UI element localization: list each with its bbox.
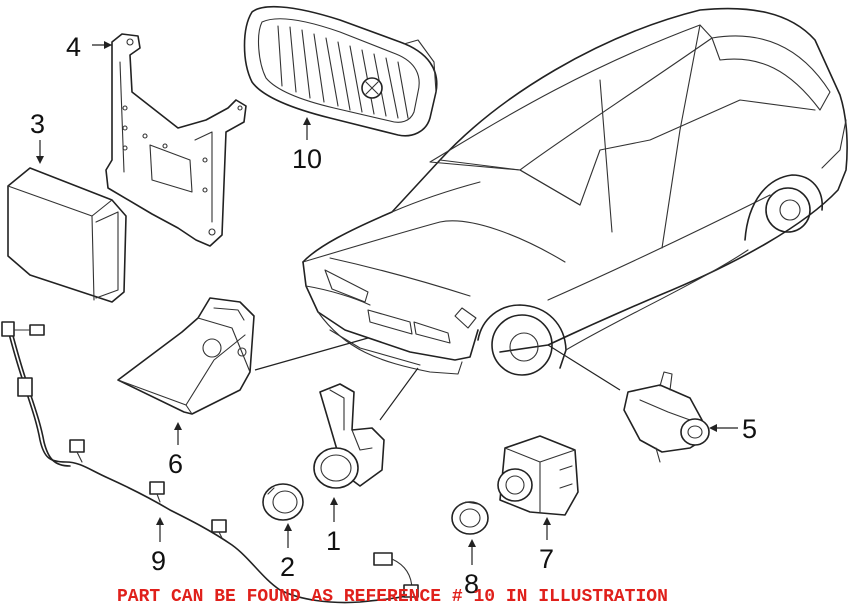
callout-7: 7 <box>539 544 554 574</box>
callout-5: 5 <box>742 414 757 444</box>
callout-numbers: 4 3 10 6 9 2 1 8 7 5 <box>30 32 757 599</box>
part-4-bracket <box>105 33 247 247</box>
callout-9: 9 <box>151 546 166 576</box>
leader-lines <box>36 41 738 565</box>
part-2-ring <box>262 483 304 521</box>
part-3-control-module <box>7 167 127 303</box>
callout-8: 8 <box>464 569 479 599</box>
reference-caption: PART CAN BE FOUND AS REFERENCE # 10 IN I… <box>117 587 668 607</box>
callout-2: 2 <box>280 552 295 582</box>
callout-10: 10 <box>292 144 322 174</box>
callout-1: 1 <box>326 526 341 556</box>
part-9-wiring-harness <box>1 321 419 604</box>
part-10-kidney-grille <box>243 5 438 137</box>
part-8-ring <box>451 501 489 535</box>
car-illustration <box>302 7 848 376</box>
part-1-pdc-sensor <box>313 383 385 489</box>
callout-4: 4 <box>66 32 81 62</box>
part-6-sensor-holder <box>117 297 255 415</box>
callout-6: 6 <box>168 449 183 479</box>
part-7-camera <box>497 435 579 516</box>
part-5-side-camera <box>623 371 710 463</box>
callout-3: 3 <box>30 109 45 139</box>
